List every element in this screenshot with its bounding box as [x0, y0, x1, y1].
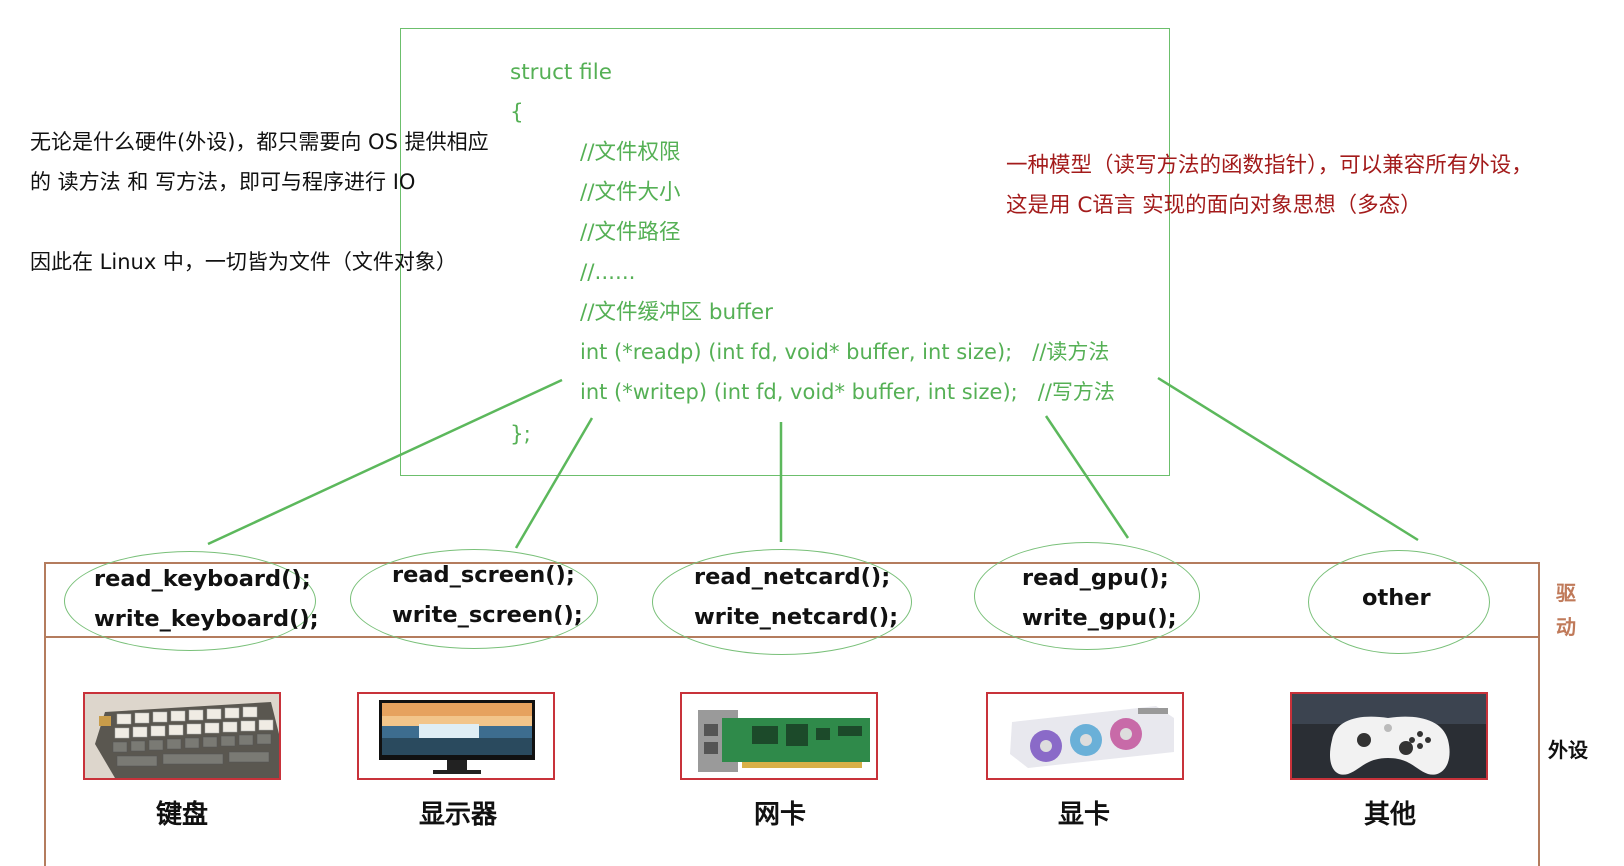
code-line-close-brace: }; — [510, 422, 531, 447]
monitor-image — [357, 692, 555, 780]
device-name-gpu: 显卡 — [1057, 800, 1110, 830]
driver-ellipse-gpu — [974, 542, 1200, 650]
read-netcard-func: read_netcard(); — [694, 564, 891, 590]
gamepad-image — [1290, 692, 1488, 780]
write-keyboard-func: write_keyboard(); — [94, 606, 319, 632]
struct-file-box — [400, 28, 1170, 476]
netcard-icon — [682, 694, 876, 778]
connector-other — [1157, 376, 1419, 542]
write-netcard-func: write_netcard(); — [694, 604, 899, 630]
connector-screen — [514, 417, 594, 549]
right-note-line2: 这是用 C语言 实现的面向对象思想（多态） — [1006, 193, 1422, 218]
read-gpu-func: read_gpu(); — [1022, 565, 1169, 591]
gamepad-icon — [1292, 694, 1486, 778]
connector-gpu — [1044, 415, 1130, 539]
driver-ellipse-screen — [350, 549, 598, 649]
left-note-line3: 因此在 Linux 中，一切皆为文件（文件对象） — [30, 250, 457, 274]
code-line-ellipsis: //...... — [580, 260, 636, 285]
device-name-other: 其他 — [1363, 800, 1416, 830]
device-name-monitor: 显示器 — [418, 800, 497, 830]
left-note-line2: 的 读方法 和 写方法，即可与程序进行 IO — [30, 170, 416, 194]
device-name-netcard: 网卡 — [753, 800, 806, 830]
code-line-permission: //文件权限 — [580, 140, 681, 165]
code-line-struct: struct file — [510, 60, 612, 85]
code-line-buffer: //文件缓冲区 buffer — [580, 300, 773, 325]
left-note-line1: 无论是什么硬件(外设)，都只需要向 OS 提供相应 — [30, 130, 489, 154]
driver-ellipse-keyboard — [64, 551, 316, 651]
read-keyboard-func: read_keyboard(); — [94, 566, 311, 592]
device-name-keyboard: 键盘 — [155, 800, 208, 830]
other-func: other — [1362, 585, 1431, 611]
connector-keyboard — [207, 378, 563, 546]
code-line-open-brace: { — [510, 100, 524, 125]
write-screen-func: write_screen(); — [392, 602, 583, 628]
gpu-image — [986, 692, 1184, 780]
keyboard-image — [83, 692, 281, 780]
right-note-line1: 一种模型（读写方法的函数指针），可以兼容所有外设， — [1006, 153, 1533, 178]
code-line-size: //文件大小 — [580, 180, 681, 205]
device-label: 外设 — [1548, 738, 1588, 762]
write-gpu-func: write_gpu(); — [1022, 605, 1177, 631]
keyboard-icon — [85, 694, 279, 778]
code-line-path: //文件路径 — [580, 220, 681, 245]
driver-label: 驱 动 — [1556, 581, 1576, 639]
read-screen-func: read_screen(); — [392, 562, 575, 588]
code-line-readp: int (*readp) (int fd, void* buffer, int … — [580, 340, 1110, 364]
gpu-icon — [988, 694, 1182, 778]
netcard-image — [680, 692, 878, 780]
code-line-writep: int (*writep) (int fd, void* buffer, int… — [580, 380, 1115, 404]
driver-ellipse-other — [1308, 550, 1490, 654]
driver-ellipse-netcard — [652, 549, 912, 655]
monitor-icon — [359, 694, 553, 778]
